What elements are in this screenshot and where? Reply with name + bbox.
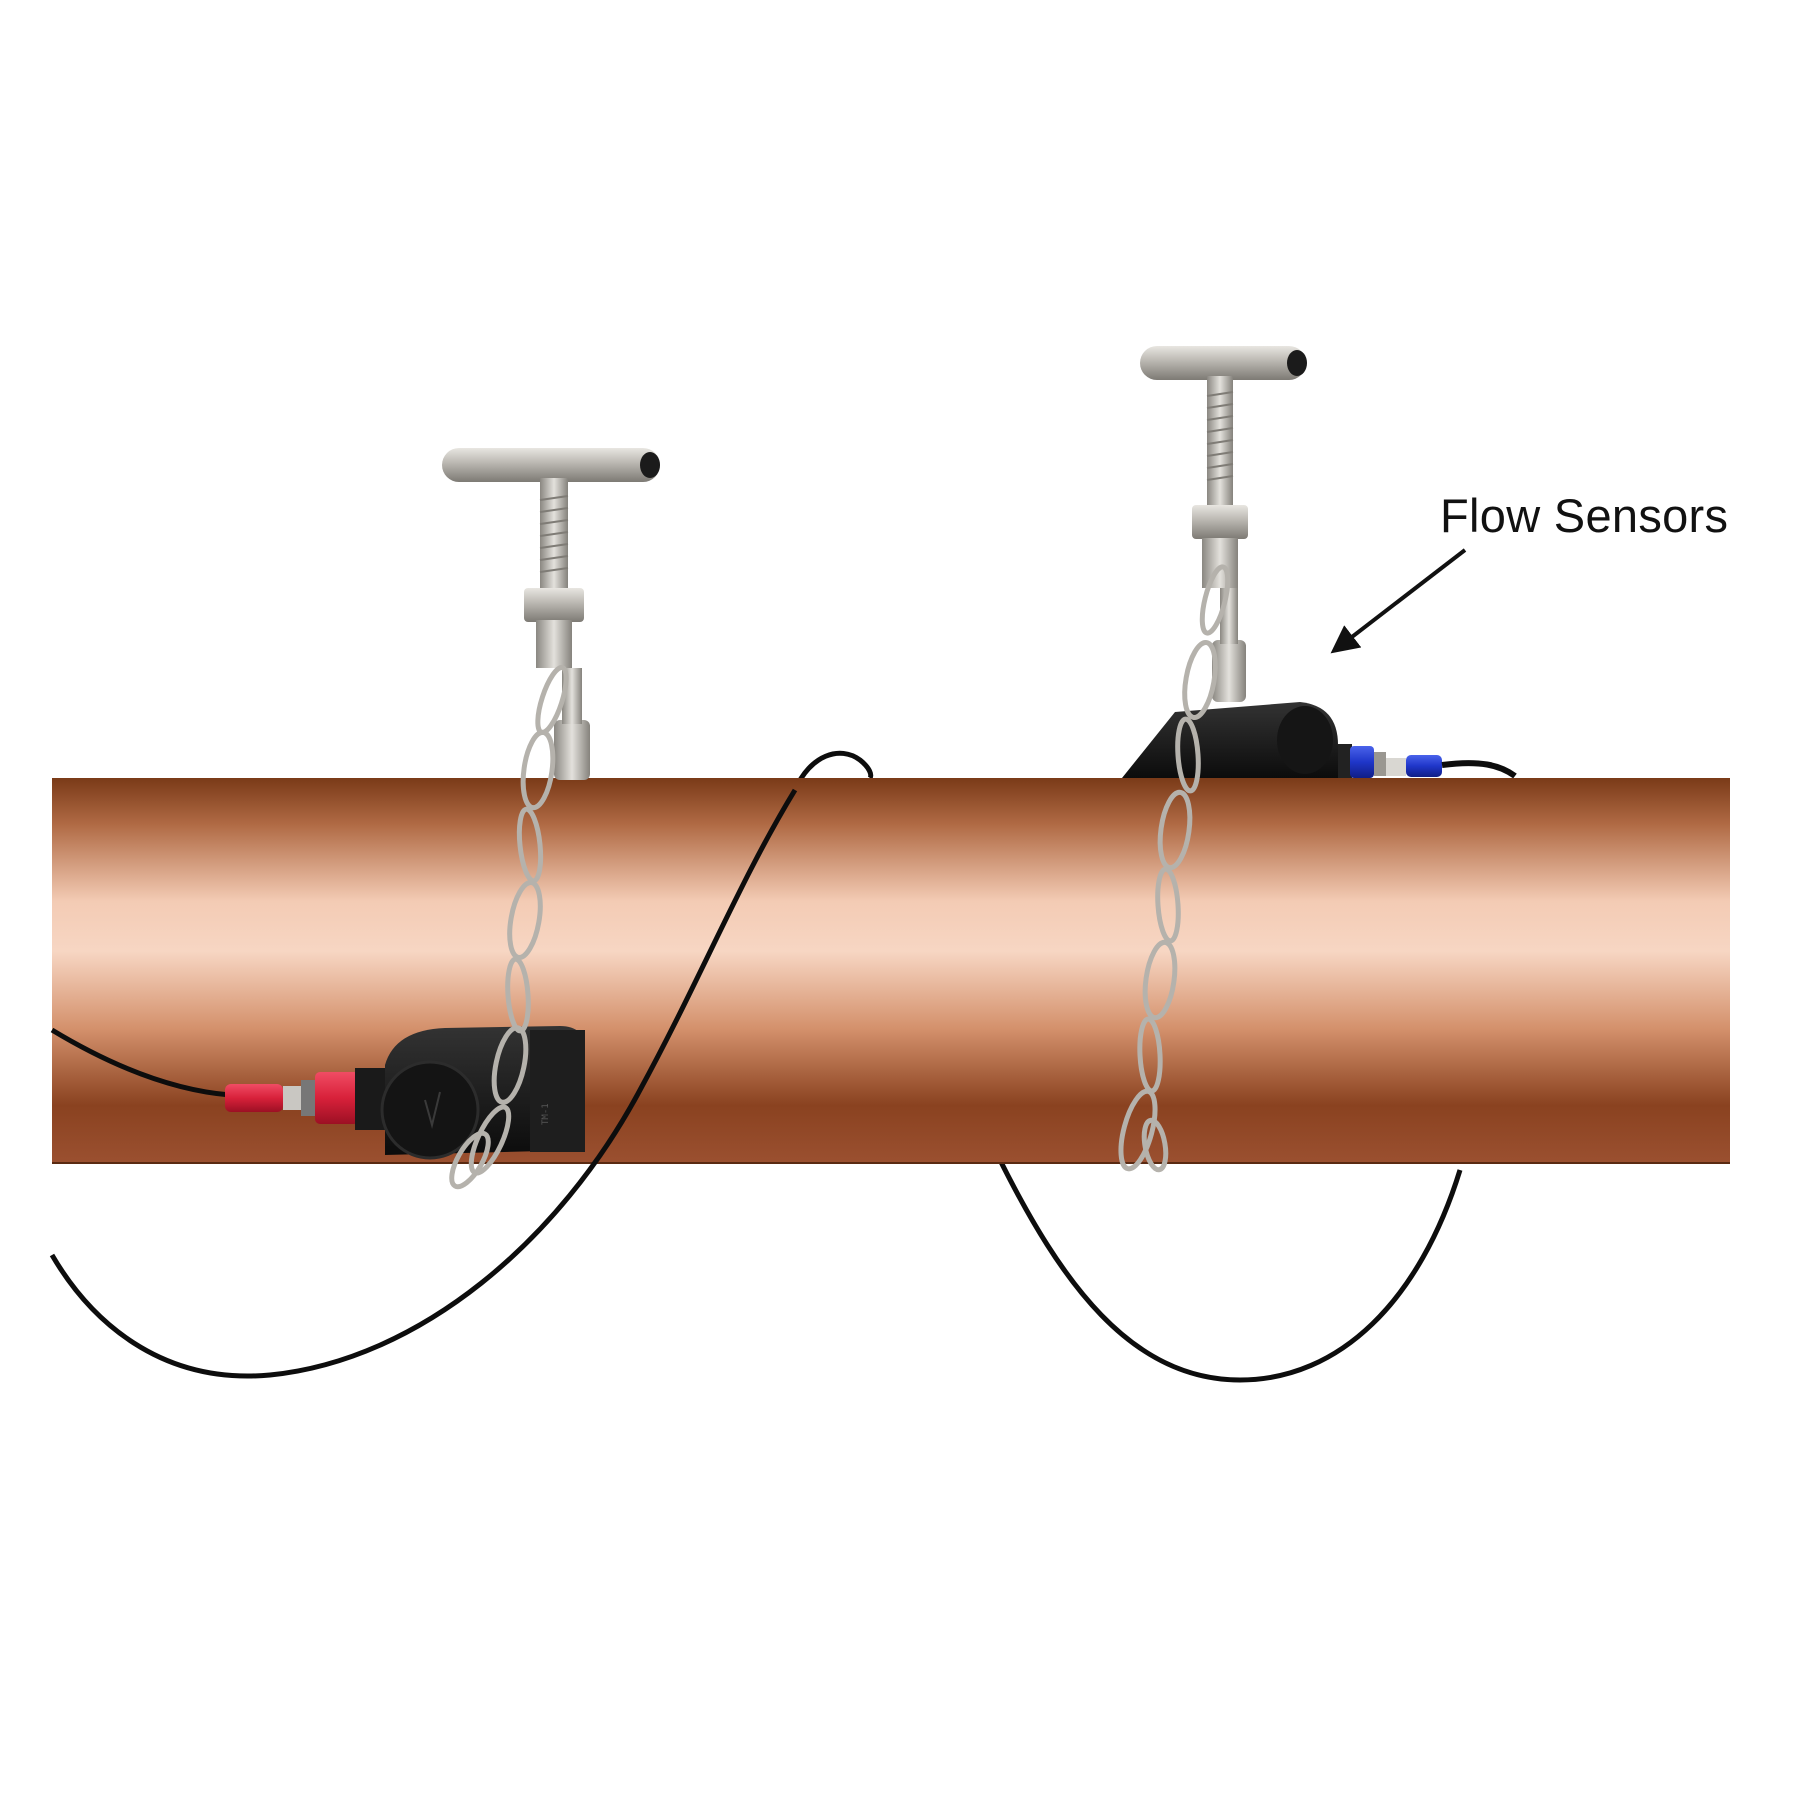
left-chain xyxy=(449,665,569,1190)
left-sensor-cable-top xyxy=(792,750,874,792)
left-flow-sensor: TM-1 xyxy=(225,1026,585,1160)
left-sensor-cable-loop xyxy=(49,788,798,1379)
left-clamp xyxy=(442,448,660,780)
svg-text:TM-1: TM-1 xyxy=(541,1103,551,1125)
right-sensor-cable-back xyxy=(997,1158,1463,1383)
right-chain xyxy=(1118,564,1231,1173)
right-clamp xyxy=(1140,346,1307,702)
annotation-arrow xyxy=(1330,548,1467,654)
flow-sensors-label: Flow Sensors xyxy=(1440,489,1729,542)
left-sensor-cable xyxy=(50,1027,231,1098)
